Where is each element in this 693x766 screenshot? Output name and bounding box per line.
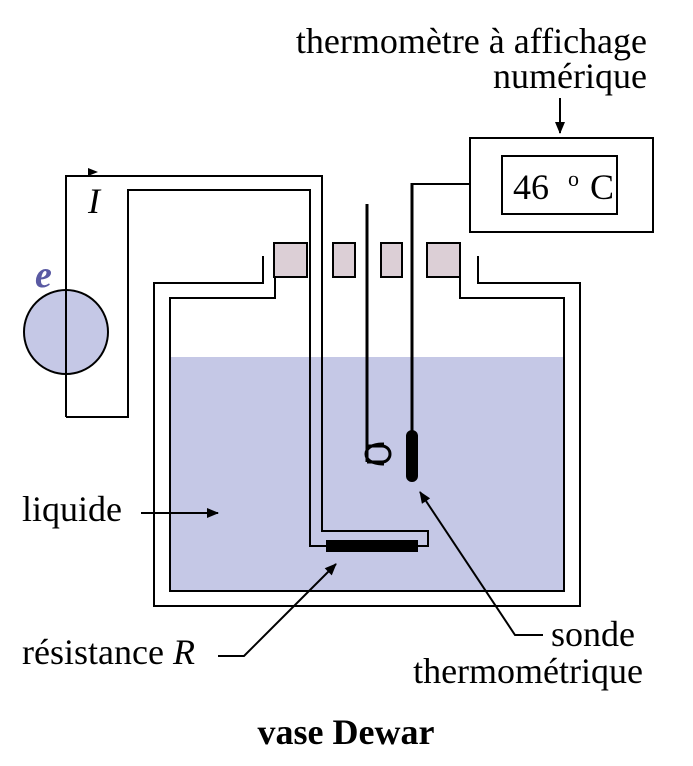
emf-label: e xyxy=(35,254,52,296)
circuit-wire-outer xyxy=(65,175,429,547)
thermometer-display xyxy=(501,155,618,215)
resistance-bar xyxy=(326,540,418,552)
display-value: 46 xyxy=(513,167,549,207)
display-degree: o xyxy=(568,166,579,191)
display-unit: C xyxy=(590,167,614,207)
caption: vase Dewar xyxy=(258,712,435,752)
lid-block-center-left xyxy=(332,242,356,278)
probe-label-line2: thermométrique xyxy=(413,651,643,691)
liquid-label: liquide xyxy=(22,489,122,529)
lid-block-center-right xyxy=(380,242,403,278)
svg-text:46 o C: 46 o C xyxy=(513,154,614,207)
dewar-inner-wall xyxy=(169,272,565,592)
dewar-outer-wall xyxy=(153,256,581,607)
lid-block-right xyxy=(426,242,461,278)
resistance-symbol: R xyxy=(172,632,195,672)
circuit-wire-inner xyxy=(66,189,326,547)
current-arrow xyxy=(88,168,98,176)
thermometer-label-line1: thermomètre à affichage xyxy=(296,21,647,61)
thermometer-label-line2: numérique xyxy=(493,56,647,96)
probe-arrow xyxy=(419,491,543,636)
resistance-label: résistance R xyxy=(22,632,195,672)
probe-label-line1: sonde xyxy=(551,614,635,654)
resistance-label-text: résistance xyxy=(22,632,173,672)
current-label: I xyxy=(87,181,102,221)
resistance-arrow xyxy=(218,563,337,657)
tube-u-bend xyxy=(364,442,385,466)
probe-tip xyxy=(406,430,418,482)
lid-block-left xyxy=(273,242,308,278)
